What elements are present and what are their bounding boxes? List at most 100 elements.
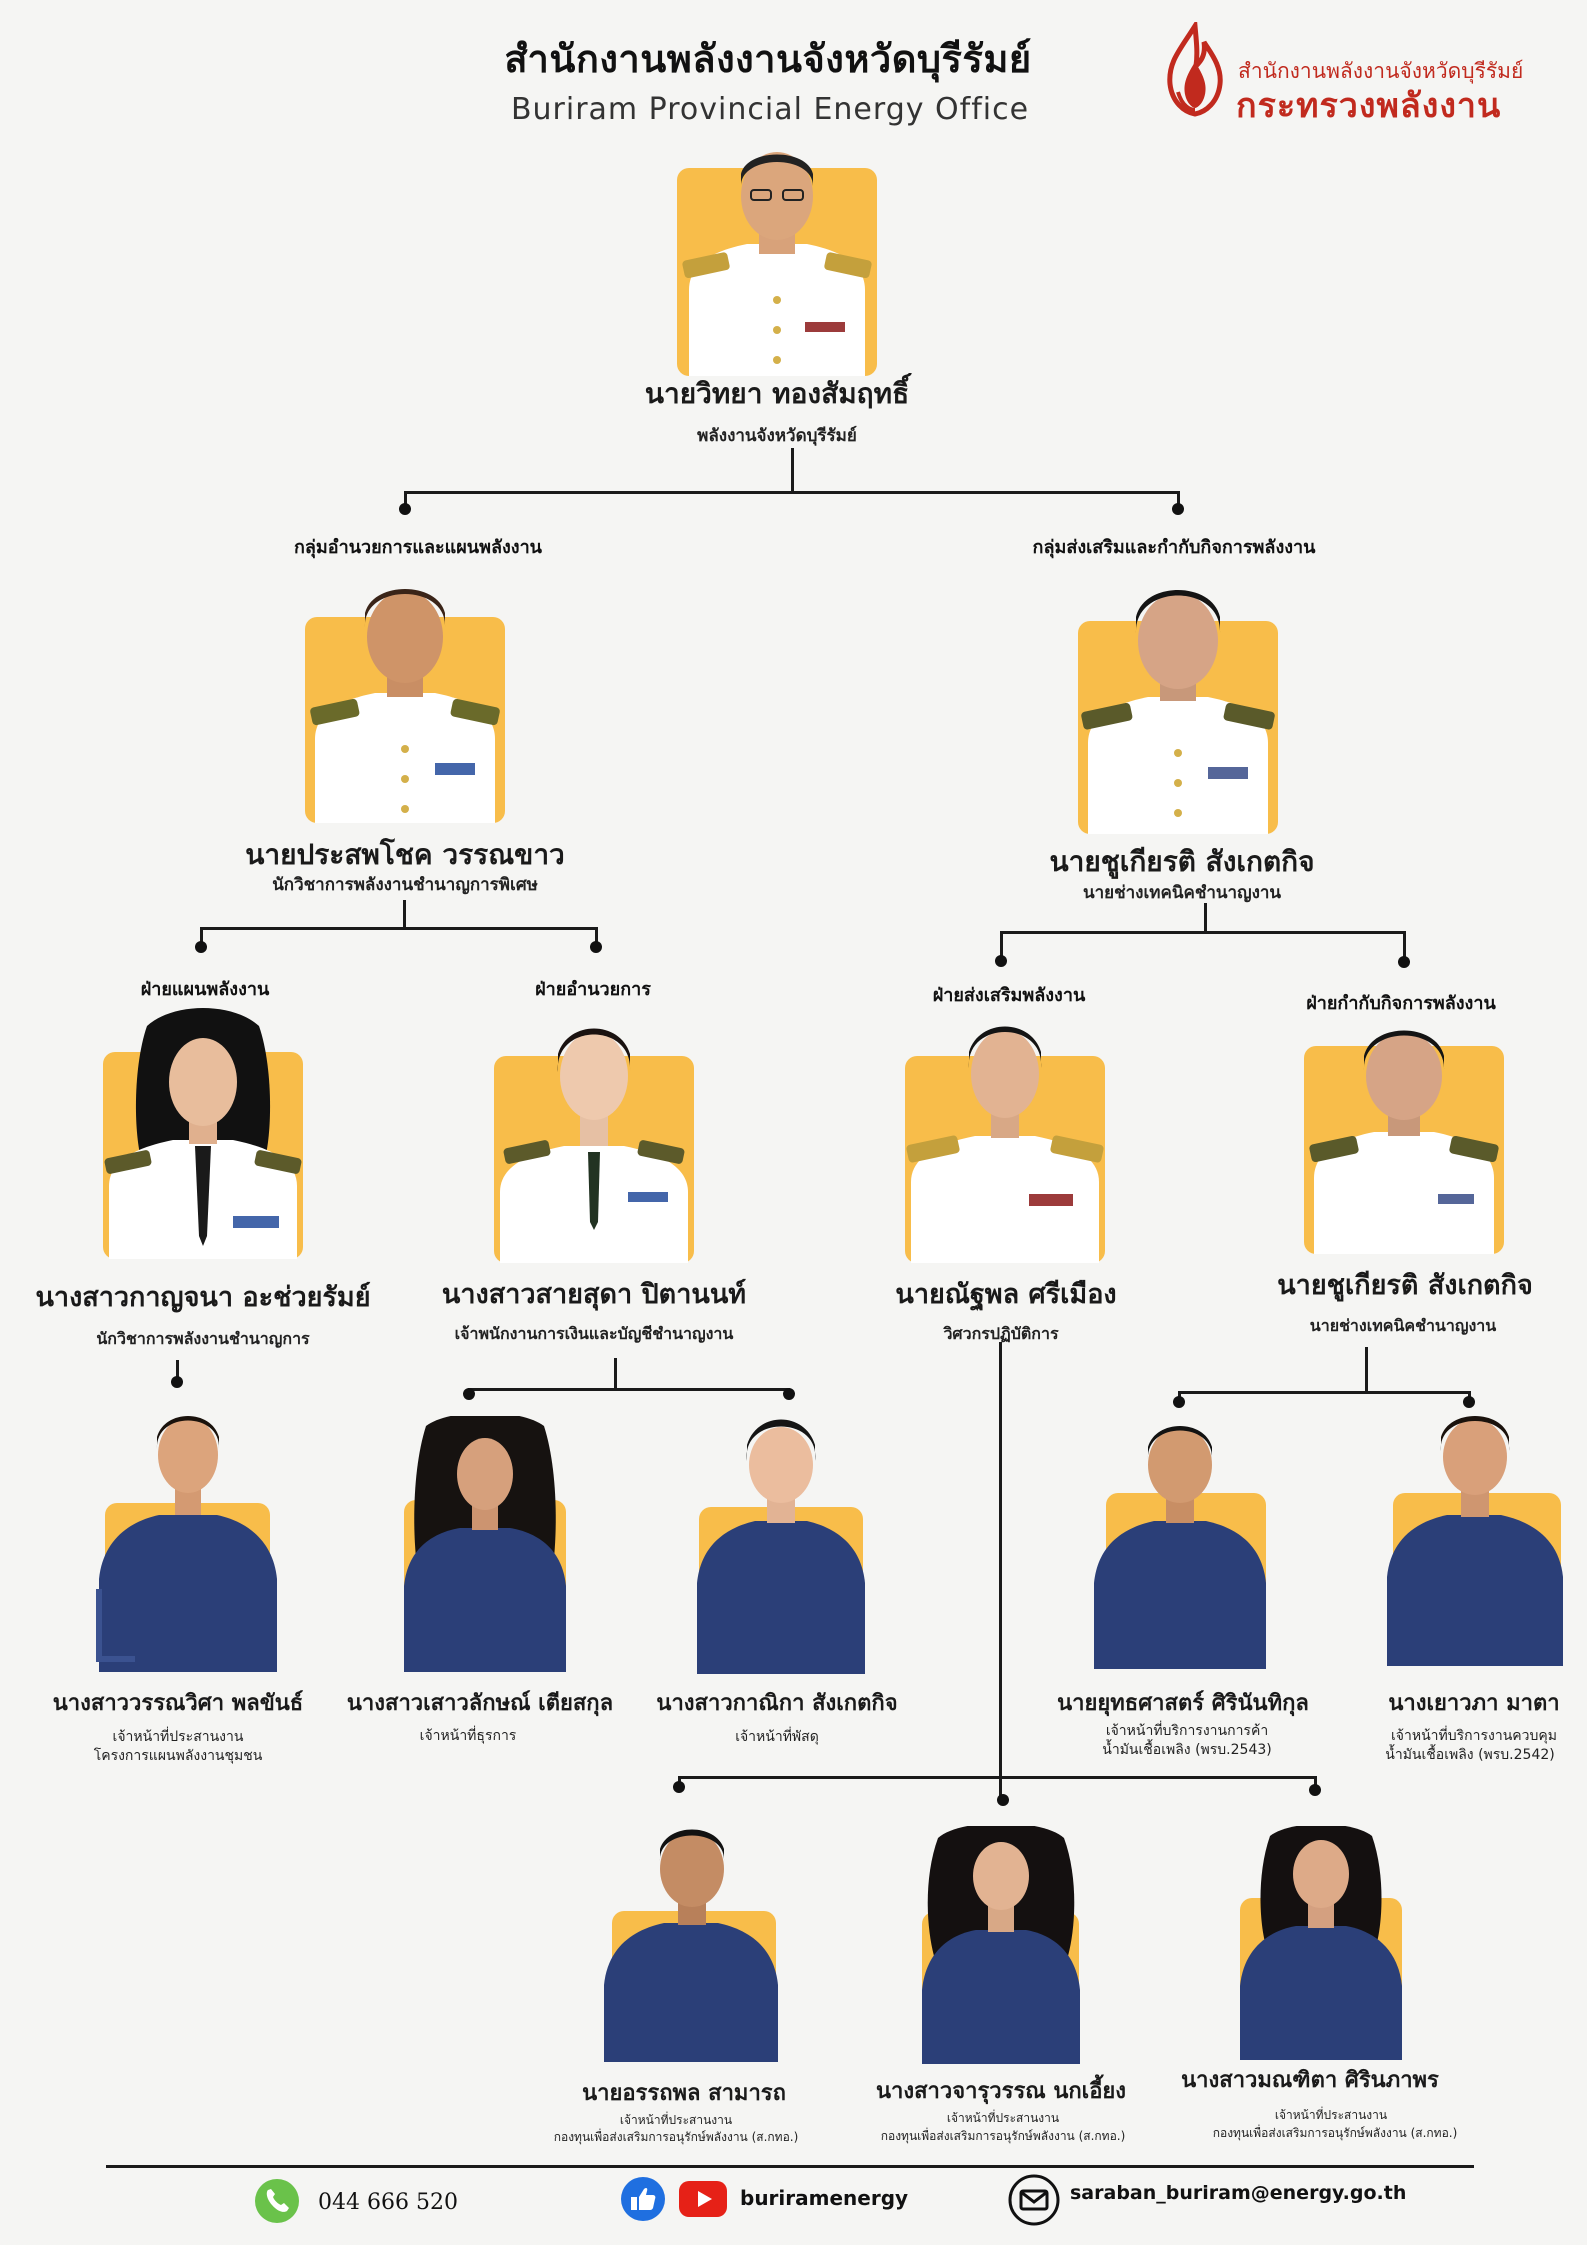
- footer-email[interactable]: saraban_buriram@energy.go.th: [1070, 2182, 1407, 2204]
- staff-6-position-detail: กองทุนเพื่อส่งเสริมการอนุรักษ์พลังงาน (ส…: [553, 2130, 799, 2144]
- connector-line: [404, 491, 1179, 494]
- group-label-right: กลุ่มส่งเสริมและกำกับกิจการพลังงาน: [1032, 537, 1316, 558]
- connector-line: [200, 927, 597, 930]
- connector-line: [614, 1358, 617, 1388]
- photo-staff-2: [400, 1412, 570, 1672]
- staff-5-name: นางเยาวภา มาตา: [1388, 1691, 1560, 1716]
- connector-dot: [399, 503, 411, 515]
- youtube-icon[interactable]: [678, 2180, 728, 2218]
- right-group-head-position: นายช่างเทคนิคชำนาญงาน: [1082, 883, 1282, 903]
- like-icon[interactable]: [620, 2176, 666, 2222]
- staff-1-name: นางสาววรรณวิศา พลขันธ์: [52, 1691, 304, 1716]
- connector-line: [678, 1776, 1316, 1779]
- staff-7-position: เจ้าหน้าที่ประสานงาน: [946, 2111, 1060, 2125]
- connector-line: [1000, 931, 1405, 934]
- connector-line: [791, 448, 794, 492]
- director-position: พลังงานจังหวัดบุรีรัมย์: [697, 426, 857, 446]
- division-label-regulation: ฝ่ายกำกับกิจการพลังงาน: [1306, 993, 1496, 1014]
- connector-dot: [1309, 1784, 1321, 1796]
- staff-4-position-detail: น้ำมันเชื้อเพลิง (พรบ.2543): [1102, 1742, 1272, 1758]
- staff-2-position: เจ้าหน้าที่ธุรการ: [419, 1728, 517, 1744]
- director-name: นายวิทยา ทองสัมฤทธิ์: [644, 377, 910, 410]
- connector-line: [404, 491, 407, 509]
- photo-right-group-head: [1078, 567, 1278, 834]
- staff-1-position-detail: โครงการแผนพลังงานชุมชน: [93, 1748, 263, 1764]
- staff-6-name: นายอรรถพล สามารถ: [582, 2081, 786, 2106]
- staff-8-position-detail: กองทุนเพื่อส่งเสริมการอนุรักษ์พลังงาน (ส…: [1212, 2126, 1458, 2140]
- staff-5-position-detail: น้ำมันเชื้อเพลิง (พรบ.2542): [1385, 1747, 1555, 1763]
- connector-dot: [673, 1781, 685, 1793]
- staff-8-name: นางสาวมณฑิตา ศิรินภาพร: [1181, 2068, 1439, 2093]
- photo-staff-8: [1236, 1824, 1406, 2060]
- connector-dot: [997, 1794, 1009, 1806]
- division-label-promotion: ฝ่ายส่งเสริมพลังงาน: [932, 985, 1086, 1006]
- connector-line: [176, 1360, 179, 1380]
- page-subtitle: Buriram Provincial Energy Office: [510, 92, 1030, 127]
- photo-staff-6: [600, 1825, 782, 2062]
- division-promotion-position: วิศวกรปฏิบัติการ: [943, 1324, 1059, 1343]
- connector-dot: [590, 941, 602, 953]
- connector-line: [1403, 931, 1406, 961]
- connector-dot: [995, 955, 1007, 967]
- division-regulation-position: นายช่างเทคนิคชำนาญงาน: [1309, 1316, 1497, 1335]
- photo-division-plan: [103, 1006, 303, 1259]
- staff-4-name: นายยุทธศาสตร์ ศิรินันทิกุล: [1057, 1691, 1309, 1716]
- group-label-left: กลุ่มอำนวยการและแผนพลังงาน: [294, 537, 542, 558]
- division-admin-position: เจ้าพนักงานการเงินและบัญชีชำนาญงาน: [454, 1324, 734, 1343]
- connector-dot: [1398, 956, 1410, 968]
- photo-division-regulation: [1304, 1018, 1504, 1254]
- connector-line: [595, 927, 598, 945]
- photo-staff-1: [95, 1409, 280, 1672]
- connector-line: [468, 1388, 790, 1391]
- connector-line: [1204, 903, 1207, 932]
- division-promotion-name: นายณัฐพล ศรีเมือง: [895, 1279, 1117, 1310]
- staff-3-name: นางสาวกาณิกา สังเกตกิจ: [656, 1691, 898, 1716]
- photo-director: [677, 140, 877, 376]
- staff-7-position-detail: กองทุนเพื่อส่งเสริมการอนุรักษ์พลังงาน (ส…: [880, 2129, 1126, 2143]
- connector-line: [200, 927, 203, 945]
- connector-line: [1177, 491, 1180, 509]
- left-group-head-name: นายประสพโชค วรรณขาว: [245, 838, 565, 871]
- staff-8-position: เจ้าหน้าที่ประสานงาน: [1274, 2108, 1388, 2122]
- connector-dot: [171, 1376, 183, 1388]
- connector-dot: [195, 941, 207, 953]
- connector-line: [1314, 1776, 1317, 1788]
- photo-division-promotion: [905, 1012, 1105, 1263]
- connector-dot: [783, 1388, 795, 1400]
- email-icon: [1008, 2174, 1060, 2226]
- division-plan-name: นางสาวกาญจนา อะช่วยรัมย์: [35, 1282, 371, 1313]
- connector-dot: [1463, 1396, 1475, 1408]
- footer-divider: [106, 2165, 1474, 2168]
- staff-6-position: เจ้าหน้าที่ประสานงาน: [619, 2113, 733, 2127]
- flame-icon: [1160, 18, 1230, 117]
- photo-staff-4: [1090, 1419, 1270, 1669]
- staff-5-position: เจ้าหน้าที่บริการงานควบคุม: [1391, 1728, 1557, 1744]
- division-plan-position: นักวิชาการพลังงานชำนาญการ: [96, 1329, 310, 1348]
- right-group-head-name: นายชูเกียรติ สังเกตกิจ: [1049, 845, 1315, 878]
- footer-phone[interactable]: 044 666 520: [318, 2190, 458, 2215]
- connector-dot: [1173, 1396, 1185, 1408]
- logo-text-office: สำนักงานพลังงานจังหวัดบุรีรัมย์: [1238, 59, 1524, 83]
- photo-staff-7: [918, 1823, 1083, 2064]
- staff-2-name: นางสาวเสาวลักษณ์ เตียสกุล: [346, 1691, 614, 1716]
- connector-dot: [1172, 503, 1184, 515]
- staff-3-position: เจ้าหน้าที่พัสดุ: [735, 1729, 819, 1745]
- photo-staff-3: [693, 1411, 868, 1674]
- logo-text-ministry: กระทรวงพลังงาน: [1236, 86, 1502, 126]
- division-label-admin: ฝ่ายอำนวยการ: [535, 979, 651, 1000]
- page-title: สำนักงานพลังงานจังหวัดบุรีรัมย์: [504, 37, 1032, 81]
- staff-1-position: เจ้าหน้าที่ประสานงาน: [112, 1729, 244, 1745]
- connector-line: [403, 900, 406, 928]
- connector-line: [1000, 931, 1003, 961]
- division-label-plan: ฝ่ายแผนพลังงาน: [140, 979, 270, 1000]
- connector-line: [1365, 1347, 1368, 1392]
- connector-line: [1178, 1391, 1470, 1394]
- staff-4-position: เจ้าหน้าที่บริการงานการค้า: [1105, 1723, 1269, 1739]
- footer-social[interactable]: buriramenergy: [740, 2186, 909, 2210]
- photo-staff-5: [1383, 1411, 1566, 1666]
- staff-7-name: นางสาวจารุวรรณ นกเอี้ยง: [875, 2079, 1127, 2104]
- division-admin-name: นางสาวสายสุดา ปิตานนท์: [441, 1279, 747, 1310]
- photo-division-admin: [494, 1012, 694, 1263]
- photo-left-group-head: [305, 563, 505, 823]
- connector-line: [999, 1342, 1002, 1797]
